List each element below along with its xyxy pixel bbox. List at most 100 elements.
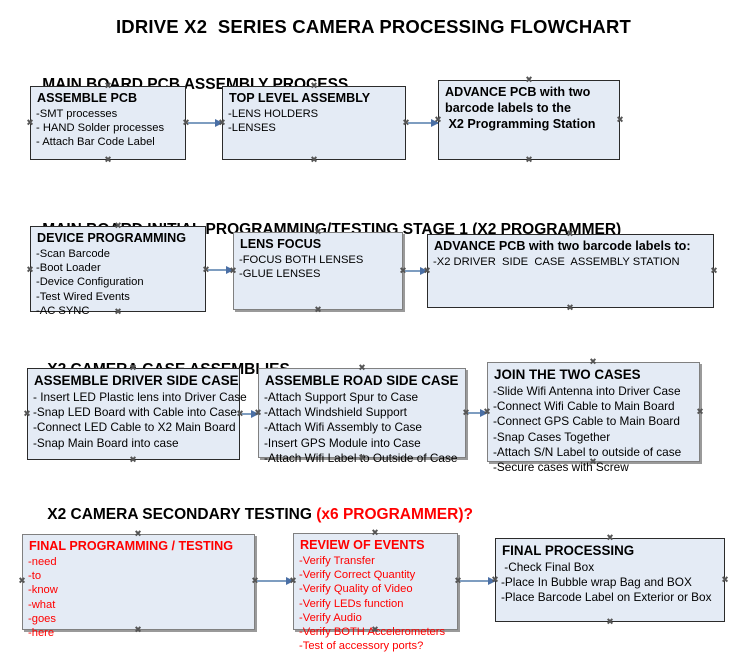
box-line: -Snap LED Board with Cable into Case	[33, 405, 237, 420]
process-box-device-programming[interactable]: DEVICE PROGRAMMING -Scan Barcode -Boot L…	[30, 226, 206, 317]
arrow-device-programming-to-lens-focus	[208, 265, 234, 274]
connection-handle-icon: ✖	[114, 306, 122, 317]
box-line: -here	[28, 627, 55, 640]
box-line: -Attach Support Spur to Case	[264, 390, 419, 404]
connection-handle-icon: ✖	[134, 528, 142, 539]
box-line: -Connect Wifi Cable to Main Board	[493, 399, 675, 414]
connection-handle-icon: ✖	[371, 527, 379, 538]
box-line: -GLUE LENSES	[239, 268, 321, 281]
box-title: ASSEMBLE ROAD SIDE CASE	[265, 373, 459, 388]
process-box-join-the-two-cases[interactable]: JOIN THE TWO CASES -Slide Wifi Antenna i…	[487, 362, 700, 474]
box-line: -Secure cases with Screw	[493, 460, 629, 475]
connection-handle-icon: ✖	[114, 220, 122, 231]
process-box-assemble-driver-side-case[interactable]: ASSEMBLE DRIVER SIDE CASE - Insert LED P…	[27, 368, 247, 460]
box-line: -AC SYNC	[36, 304, 90, 317]
box-line: -SMT processes	[36, 108, 118, 120]
process-box-lens-focus[interactable]: LENS FOCUS -FOCUS BOTH LENSES -GLUE LENS…	[233, 232, 403, 310]
connection-handle-icon: ✖	[525, 154, 533, 165]
box-title: DEVICE PROGRAMMING	[37, 231, 187, 245]
connection-handle-icon: ✖	[371, 624, 379, 635]
box-line-overflow: -Test of accessory ports?	[299, 640, 424, 653]
box-line: -LENS HOLDERS	[228, 108, 319, 120]
arrow-review-events-to-final-processing	[460, 576, 496, 585]
connection-handle-icon: ✖	[129, 362, 137, 373]
box-line: -Attach Windshield Support	[264, 405, 407, 420]
connection-handle-icon: ✖	[182, 117, 190, 128]
connection-handle-icon: ✖	[254, 407, 262, 418]
box-title: LENS FOCUS	[240, 237, 322, 251]
box-line: -Check Final Box	[501, 560, 595, 574]
connection-handle-icon: ✖	[606, 616, 614, 627]
box-title: FINAL PROCESSING	[502, 543, 635, 558]
box-title: REVIEW OF EVENTS	[300, 538, 425, 552]
box-title: ADVANCE PCB with two	[445, 85, 591, 99]
connection-handle-icon: ✖	[399, 265, 407, 276]
connection-handle-icon: ✖	[454, 575, 462, 586]
connection-handle-icon: ✖	[491, 574, 499, 585]
arrow-driver-case-to-road-case	[242, 409, 259, 418]
box-title: ADVANCE PCB with two barcode labels to:	[434, 239, 691, 253]
box-line: -Verify Audio	[299, 611, 362, 624]
process-box-assemble-road-side-case[interactable]: ASSEMBLE ROAD SIDE CASE -Attach Support …	[258, 368, 466, 465]
box-line: -know	[28, 584, 58, 597]
box-title: ASSEMBLE PCB	[37, 91, 138, 105]
connection-handle-icon: ✖	[129, 454, 137, 465]
connection-handle-icon: ✖	[483, 406, 491, 417]
box-line: -Scan Barcode	[36, 248, 111, 260]
process-box-advance-pcb-station[interactable]: ADVANCE PCB with two barcode labels to t…	[438, 80, 620, 160]
box-line: -Verify Transfer	[299, 555, 375, 567]
connection-handle-icon: ✖	[314, 226, 322, 237]
process-box-final-processing[interactable]: FINAL PROCESSING -Check Final Box -Place…	[495, 538, 725, 622]
connection-handle-icon: ✖	[434, 114, 442, 125]
box-line: -Attach Wifi Label to Outside of Case	[264, 450, 458, 465]
section-heading-4-text: X2 CAMERA SECONDARY TESTING	[47, 506, 317, 523]
connection-handle-icon: ✖	[289, 575, 297, 586]
box-title: TOP LEVEL ASSEMBLY	[229, 91, 371, 105]
connection-handle-icon: ✖	[26, 117, 34, 128]
box-line: -Place In Bubble wrap Bag and BOX	[501, 575, 692, 590]
connection-handle-icon: ✖	[606, 532, 614, 543]
connection-handle-icon: ✖	[18, 575, 26, 586]
box-line: - HAND Solder processes	[36, 122, 165, 135]
box-line: -Slide Wifi Antenna into Driver Case	[493, 384, 681, 398]
arrow-assemble-pcb-to-top-level	[188, 118, 223, 127]
box-line: -FOCUS BOTH LENSES	[239, 254, 364, 266]
box-line: -Boot Loader	[36, 262, 101, 275]
connection-handle-icon: ✖	[525, 74, 533, 85]
process-box-top-level-assembly[interactable]: TOP LEVEL ASSEMBLY -LENS HOLDERS -LENSES	[222, 86, 406, 160]
box-title: JOIN THE TWO CASES	[494, 367, 641, 382]
box-line: -Verify Correct Quantity	[299, 569, 416, 582]
process-box-review-of-events[interactable]: REVIEW OF EVENTS -Verify Transfer -Verif…	[293, 533, 458, 652]
box-line: -to	[28, 570, 42, 583]
box-title: ASSEMBLE DRIVER SIDE CASE	[34, 373, 239, 388]
connection-handle-icon: ✖	[710, 265, 718, 276]
process-box-final-programming-testing[interactable]: FINAL PROGRAMMING / TESTING -need -to -k…	[22, 534, 255, 639]
connection-handle-icon: ✖	[589, 356, 597, 367]
connection-handle-icon: ✖	[589, 456, 597, 467]
box-line: -Verify BOTH Accelerometers	[299, 626, 446, 639]
box-line: -Connect GPS Cable to Main Board	[493, 414, 680, 429]
box-line: - Attach Bar Code Label	[36, 136, 155, 149]
connection-handle-icon: ✖	[566, 228, 574, 239]
connection-handle-icon: ✖	[721, 574, 729, 585]
connection-handle-icon: ✖	[218, 117, 226, 128]
connection-handle-icon: ✖	[310, 154, 318, 165]
connection-handle-icon: ✖	[314, 304, 322, 315]
arrow-top-level-to-advance-pcb	[408, 118, 439, 127]
box-line: -need	[28, 556, 57, 568]
box-title: FINAL PROGRAMMING / TESTING	[29, 539, 234, 553]
box-line: -Device Configuration	[36, 276, 144, 289]
page-title: IDRIVE X2 SERIES CAMERA PROCESSING FLOWC…	[115, 16, 632, 37]
process-box-advance-pcb-driver-side[interactable]: ADVANCE PCB with two barcode labels to: …	[427, 234, 714, 308]
connection-handle-icon: ✖	[229, 265, 237, 276]
connection-handle-icon: ✖	[310, 80, 318, 91]
section-heading-4: X2 CAMERA SECONDARY TESTING (x6 PROGRAMM…	[30, 488, 473, 542]
connection-handle-icon: ✖	[423, 265, 431, 276]
box-line: -Snap Main Board into case	[33, 435, 179, 450]
box-line: -Verify Quality of Video	[299, 583, 413, 596]
process-box-assemble-pcb[interactable]: ASSEMBLE PCB -SMT processes - HAND Solde…	[30, 86, 186, 160]
box-line: -Connect LED Cable to X2 Main Board	[33, 420, 236, 435]
box-title-line3: X2 Programming Station	[445, 117, 596, 131]
connection-handle-icon: ✖	[358, 452, 366, 463]
